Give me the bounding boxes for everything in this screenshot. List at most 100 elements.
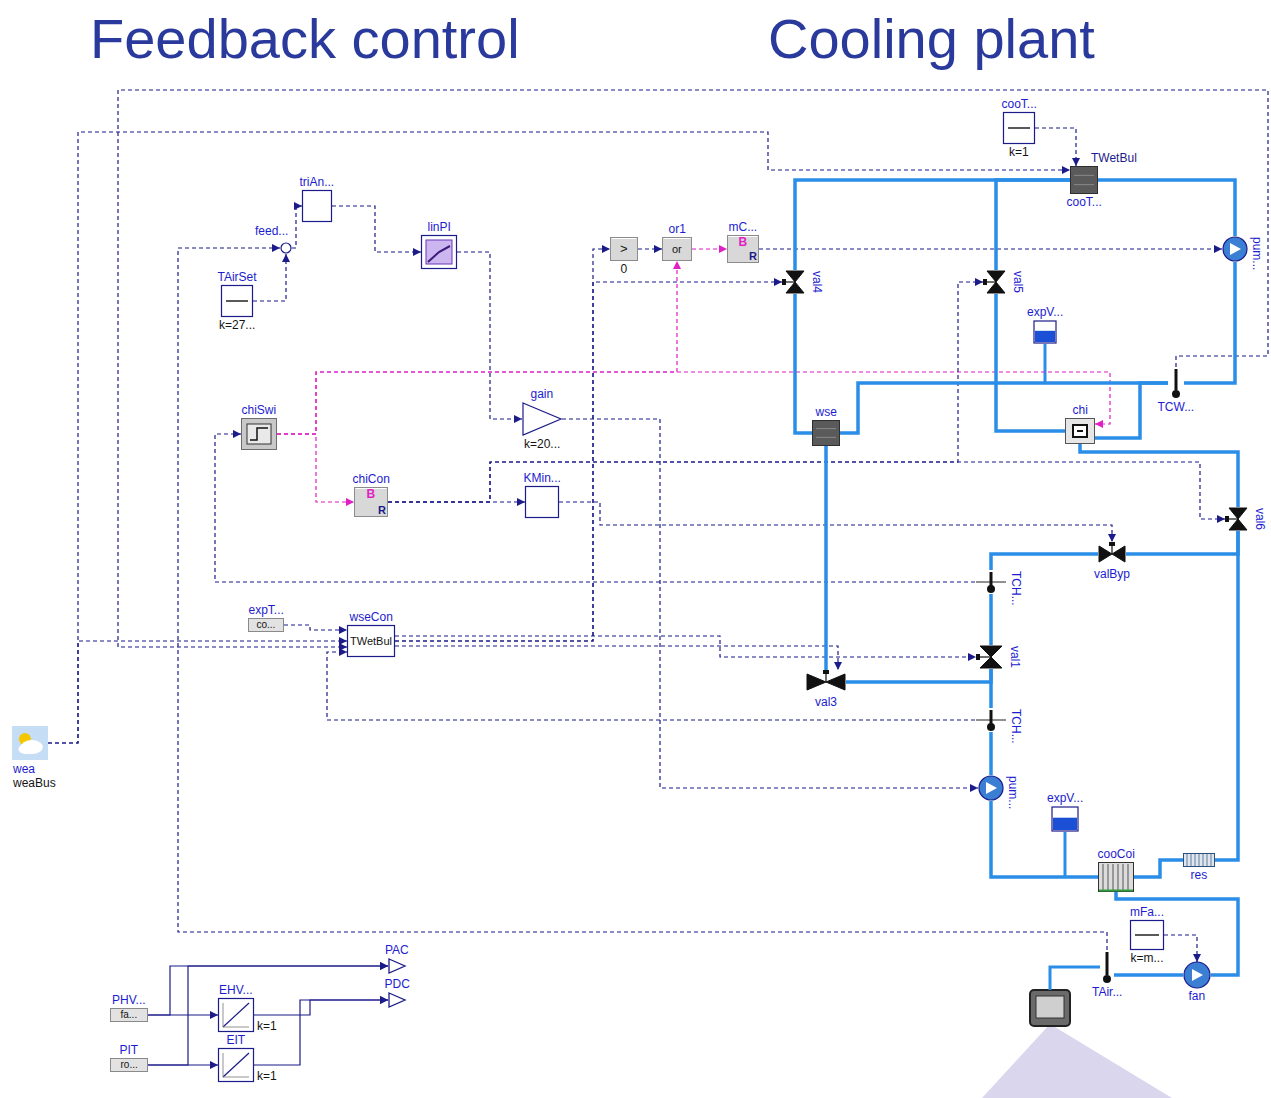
chiller: chi (1065, 418, 1095, 444)
component-name: mC... (728, 220, 759, 234)
icon-part (1131, 921, 1164, 950)
component-icon (1100, 950, 1114, 984)
component-parameter: k=20... (523, 437, 561, 451)
component-name: pum... (1250, 236, 1264, 271)
icon-part (18, 744, 34, 754)
component-icon (525, 486, 559, 518)
component-name: TAir... (1091, 985, 1123, 999)
icon-part (1077, 430, 1083, 432)
component-icon (421, 235, 457, 269)
component-name: expV... (1026, 305, 1064, 319)
signal-connector (284, 625, 347, 630)
component-icon (1098, 862, 1134, 892)
component-name: PHV... (111, 993, 147, 1007)
component-name: cooCoi (1097, 847, 1136, 861)
icon-part (1111, 545, 1112, 554)
signal-connector (562, 419, 978, 788)
output-port: PDC (388, 992, 406, 1008)
icon-part (1203, 854, 1204, 866)
component-icon (12, 726, 48, 760)
component-name: val4 (810, 270, 824, 294)
icon-part (816, 429, 836, 438)
component-name: val6 (1253, 507, 1267, 531)
icon-part (823, 670, 829, 674)
component-parameter: k=1 (256, 1069, 278, 1083)
component-icon (812, 420, 840, 446)
component-icon (221, 285, 253, 317)
component-icon (1130, 920, 1164, 950)
pipe-connector (989, 594, 993, 645)
icon-part (1195, 854, 1196, 866)
pipe-connector (989, 732, 993, 775)
cooling-tower: TWetBulcooT... (1070, 166, 1098, 194)
bypass-valve: valByp (1098, 542, 1126, 566)
room-symbol (1036, 996, 1064, 1018)
boolean-to-real: chiConBR (354, 487, 388, 517)
input-port: PHV...fa... (110, 1008, 148, 1022)
component-name: PDC (384, 977, 411, 991)
icon-part (1034, 321, 1056, 343)
signal-connector (559, 502, 1112, 542)
setpoint-constant: TAirSetk=27... (221, 285, 253, 317)
component-icon (1065, 418, 1095, 444)
signal-connector (457, 252, 522, 419)
component-parameter: 0 (620, 262, 629, 276)
component-name: cooT... (1001, 97, 1038, 111)
flow-resistance: res (1183, 853, 1215, 867)
component-name: fan (1188, 989, 1207, 1003)
signal-connector (759, 248, 1222, 249)
pi-controller: linPI (421, 235, 457, 269)
output-port: PAC (388, 958, 406, 974)
icon-part (813, 421, 840, 446)
icon-part (1109, 542, 1115, 546)
component-name: > (620, 242, 628, 256)
icon-part (1192, 969, 1203, 981)
valve: val6 (1225, 507, 1251, 531)
component-name: PAC (384, 943, 410, 957)
icon-part (1099, 890, 1133, 892)
component-name: valByp (1093, 567, 1131, 581)
component-icon (1032, 320, 1058, 344)
signal-connector (638, 248, 662, 249)
component-name: EIT (226, 1033, 247, 1047)
icon-part (1172, 390, 1180, 398)
icon-part (664, 238, 691, 239)
component-icon (1183, 962, 1211, 988)
component-parameter: weaBus (12, 776, 57, 790)
icon-part (1175, 369, 1178, 390)
mass-flow-constant: mFa...k=m... (1130, 920, 1164, 950)
component-parameter: B (367, 487, 376, 501)
icon-part (782, 279, 786, 285)
icon-part (1225, 516, 1229, 522)
signal-connector (1164, 935, 1197, 962)
signal-connector (253, 254, 286, 301)
component-name: or1 (668, 222, 687, 236)
cooling-coil: cooCoi (1098, 862, 1134, 892)
icon-part (1199, 854, 1200, 866)
signal-connector (48, 641, 347, 743)
pipe-connector (1080, 444, 1238, 507)
pipe-connector (989, 669, 993, 708)
expansion-vessel: expV... (1050, 806, 1080, 832)
icon-part (348, 626, 395, 657)
component-name: chiCon (352, 472, 391, 486)
icon-part (1099, 863, 1134, 892)
component-parameter: ro... (121, 1058, 138, 1072)
valve: val5 (983, 270, 1009, 294)
section-heading: Cooling plant (768, 8, 1095, 70)
icon-part (1099, 546, 1125, 562)
icon-part (612, 238, 637, 239)
component-icon (1168, 367, 1184, 399)
temperature-sensor: TAir... (1100, 950, 1114, 984)
icon-part (1184, 854, 1215, 867)
icon-part (1223, 237, 1247, 261)
pipe-connector (991, 801, 1098, 877)
component-icon (1098, 542, 1126, 566)
signal-connector (395, 282, 782, 641)
icon-part (990, 572, 993, 586)
signal-connector (254, 1000, 388, 1015)
icon-part (1074, 175, 1094, 184)
icon-part (1118, 864, 1119, 890)
icon-part (1187, 854, 1188, 866)
icon-part (611, 238, 638, 261)
